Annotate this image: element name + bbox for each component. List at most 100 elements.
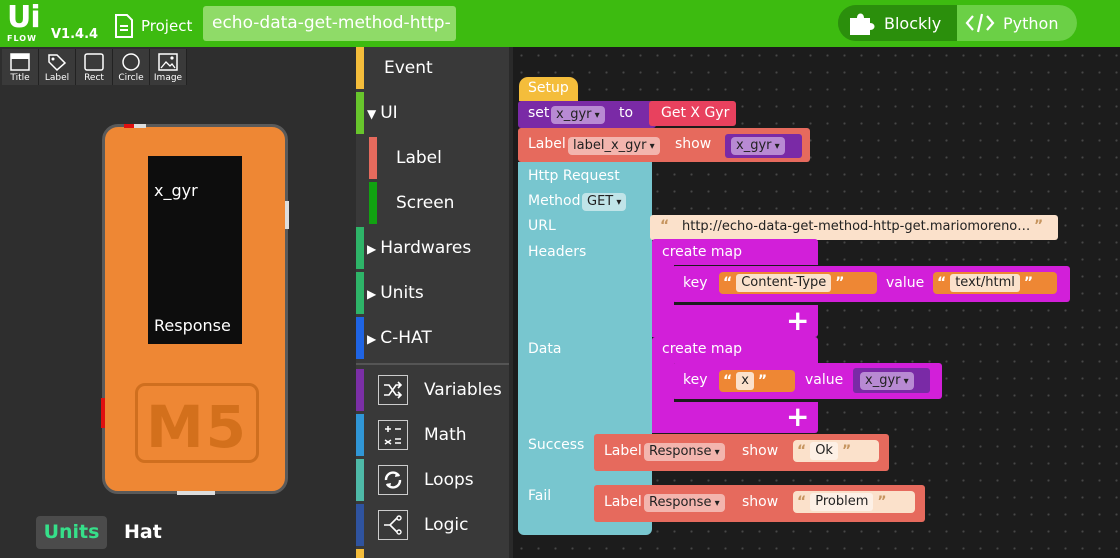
blockly-mode-button[interactable]: Blockly	[838, 5, 957, 41]
quote-open-icon: “	[660, 218, 670, 234]
category-units[interactable]: ▶Units	[356, 272, 513, 314]
mode-toggle: Blockly Python	[838, 5, 1077, 41]
label-keyword: Label	[604, 443, 642, 459]
m5stick-device-preview: x_gyr Response M5	[101, 124, 289, 495]
image-tool[interactable]: Image	[150, 49, 187, 85]
category-label[interactable]: Label	[356, 137, 513, 179]
tab-hat[interactable]: Hat	[124, 521, 162, 543]
blockly-workspace[interactable]: Setup set x_gyr to Get X Gyr Label label…	[513, 47, 1120, 558]
python-label: Python	[1003, 13, 1059, 33]
quote-close-icon: ”	[877, 494, 887, 510]
value-keyword: value	[805, 372, 844, 388]
category-ui[interactable]: ▼UI	[356, 92, 513, 134]
header-key-value[interactable]: Content-Type	[736, 274, 832, 292]
screen-label-response[interactable]: Response	[154, 316, 231, 335]
category-hardwares-label: Hardwares	[380, 238, 472, 258]
puzzle-icon	[850, 13, 875, 35]
show-variable-dropdown[interactable]: x_gyr	[731, 137, 785, 155]
quote-open-icon: “	[797, 443, 807, 459]
rect-icon	[84, 53, 104, 71]
quote-open-icon: “	[797, 494, 807, 510]
label-tool[interactable]: Label	[39, 49, 76, 85]
circle-tool-label: Circle	[118, 73, 144, 83]
circle-icon	[122, 53, 140, 71]
key-keyword: key	[683, 372, 708, 388]
add-entry-plus-icon[interactable]: +	[786, 400, 810, 433]
create-map-block-data[interactable]	[652, 337, 818, 363]
quote-open-icon: “	[723, 275, 733, 291]
url-keyword: URL	[528, 218, 556, 234]
device-led-top	[124, 124, 134, 128]
fail-label-dropdown[interactable]: Response	[644, 494, 725, 512]
image-tool-label: Image	[153, 73, 183, 83]
device-screen[interactable]: x_gyr Response	[148, 156, 242, 344]
add-entry-plus-icon[interactable]: +	[786, 304, 810, 337]
label-keyword: Label	[528, 136, 566, 152]
get-x-gyr-block[interactable]	[649, 101, 736, 126]
category-event[interactable]: Event	[356, 47, 513, 89]
project-button[interactable]: Project	[113, 12, 192, 40]
uiflow-logo: Ui FLOW	[7, 0, 43, 44]
expanded-triangle-icon: ▼	[367, 107, 377, 121]
category-label-label: Label	[396, 148, 442, 168]
screen-label-x-gyr[interactable]: x_gyr	[154, 181, 198, 200]
device-power-button	[101, 398, 105, 428]
quote-close-icon: ”	[1023, 275, 1034, 291]
category-math[interactable]: Math	[356, 414, 513, 456]
category-ui-label: UI	[380, 103, 398, 123]
success-label-dropdown[interactable]: Response	[644, 443, 725, 461]
branch-icon	[378, 510, 408, 540]
success-text-value[interactable]: Ok	[810, 442, 838, 460]
title-tool-label: Title	[10, 73, 30, 83]
category-loops[interactable]: Loops	[356, 459, 513, 501]
toolbox-scrollbar[interactable]	[509, 47, 513, 558]
rect-tool[interactable]: Rect	[76, 49, 113, 85]
setup-block-label: Setup	[528, 80, 569, 96]
label-tool-label: Label	[44, 73, 70, 83]
url-value[interactable]: http://echo-data-get-method-http-get.mar…	[682, 219, 1031, 234]
category-variables-label: Variables	[424, 380, 502, 400]
data-key-value[interactable]: x	[736, 372, 754, 390]
collapsed-triangle-icon: ▶	[367, 242, 377, 256]
filename-input[interactable]: echo-data-get-method-http-	[203, 6, 456, 41]
rect-tool-label: Rect	[84, 73, 104, 83]
category-color-bar	[356, 317, 364, 359]
category-color-bar	[356, 504, 364, 546]
category-event-label: Event	[384, 58, 433, 78]
category-loops-label: Loops	[424, 470, 474, 490]
data-variable-dropdown[interactable]: x_gyr	[860, 372, 914, 390]
set-variable-dropdown[interactable]: x_gyr	[551, 106, 605, 124]
category-logic[interactable]: Logic	[356, 504, 513, 546]
category-hardwares[interactable]: ▶Hardwares	[356, 227, 513, 269]
http-request-block[interactable]	[518, 162, 652, 535]
m5-logo: M5	[135, 383, 259, 463]
category-next[interactable]	[356, 549, 513, 558]
header-key-string[interactable]: “ Content-Type ”	[719, 272, 877, 294]
fail-text-value[interactable]: Problem	[810, 493, 874, 511]
category-screen[interactable]: Screen	[356, 182, 513, 224]
create-map-block-headers[interactable]	[652, 239, 818, 265]
category-color-bar	[369, 182, 377, 224]
label-name-dropdown[interactable]: label_x_gyr	[568, 137, 660, 155]
success-text-string[interactable]: “ Ok ”	[793, 440, 879, 462]
circle-tool[interactable]: Circle	[113, 49, 150, 85]
category-c-hat[interactable]: ▶C-HAT	[356, 317, 513, 359]
code-icon	[965, 13, 995, 33]
title-tool[interactable]: Title	[2, 49, 39, 85]
data-key-string[interactable]: “ x ”	[719, 370, 795, 392]
header-value-value[interactable]: text/html	[950, 274, 1020, 292]
setup-block[interactable]	[519, 77, 578, 101]
tab-units[interactable]: Units	[36, 516, 107, 549]
device-bottom-connector	[177, 491, 215, 495]
device-panel: Title Label Rect Circle Image x_gyr Resp…	[0, 47, 356, 558]
python-mode-button[interactable]: Python	[957, 5, 1077, 41]
category-color-bar	[356, 272, 364, 314]
show-keyword: show	[675, 136, 712, 152]
url-string-block[interactable]	[650, 215, 1058, 240]
block-category-toolbox: Event ▼UI Label Screen ▶Hardwares ▶Units…	[356, 47, 513, 558]
method-dropdown[interactable]: GET	[582, 193, 627, 211]
category-variables[interactable]: Variables	[356, 369, 513, 411]
fail-text-string[interactable]: “ Problem ”	[793, 491, 915, 513]
header-value-string[interactable]: “ text/html ”	[933, 272, 1057, 294]
data-keyword: Data	[528, 341, 562, 357]
